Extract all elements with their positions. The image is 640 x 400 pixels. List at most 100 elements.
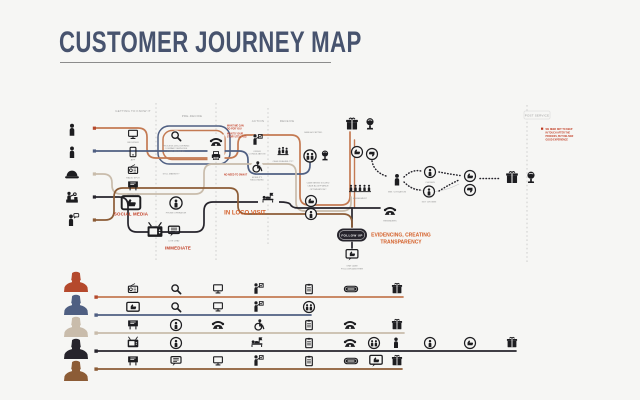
- decision-person-icon: [394, 174, 400, 186]
- line-start-dot: [92, 149, 96, 153]
- social-media-label: SOCIAL MEDIA: [114, 212, 149, 217]
- gift-icon: [506, 336, 518, 348]
- wine-glass-icon: [366, 117, 374, 130]
- title-underline: [60, 62, 331, 63]
- line-start-dot: [94, 313, 98, 317]
- legend: [64, 271, 518, 381]
- caption: CASE FEASIBILITY?: [273, 160, 295, 163]
- flow-line-client3: [95, 163, 352, 212]
- billboard-icon: [127, 319, 139, 330]
- in-loco-bed-icon: [251, 336, 263, 348]
- caption: OPTIMIZATION?: [310, 188, 327, 191]
- live-chat-icon: [170, 356, 182, 367]
- caption: CASE ACCEPTANCE: [307, 185, 329, 188]
- thumb-down-circle-icon: [365, 147, 379, 161]
- monitor-icon: [128, 129, 138, 139]
- wine-glass-icon: [321, 150, 329, 161]
- immediate-label: IMMEDIATE: [165, 246, 191, 251]
- follow-up-badge-border: [338, 230, 366, 240]
- caption: MOBILITY: [252, 177, 263, 179]
- flow-line-client2: [95, 150, 311, 175]
- dotted-link: [371, 160, 387, 177]
- line-start-dot: [94, 295, 98, 299]
- stage-label: ACTION: [252, 119, 265, 123]
- persona-bust-client3: [64, 316, 88, 337]
- caption: WIN / LITIGATION: [388, 191, 406, 194]
- social-media-icon: [370, 355, 382, 366]
- in-loco-visit-label: IN LOCO VISIT: [224, 211, 266, 217]
- note: WE NEED NOT TO KEEP: [546, 129, 573, 131]
- monitor-icon: [213, 284, 223, 294]
- client1-person-icon: [69, 123, 75, 136]
- gift-icon: [391, 354, 403, 366]
- stage-label: RECEIVE: [280, 119, 295, 123]
- map-nodes: [120, 117, 535, 261]
- caption: BROWSER: [127, 142, 139, 144]
- note: DO FOR YOU: [227, 129, 242, 131]
- line-start-dot: [92, 195, 96, 199]
- client4-worker-icon: [65, 191, 79, 204]
- note: WHAT'S YOUR: [227, 133, 243, 136]
- caption: ONE CASE: [346, 265, 358, 268]
- persona-bust-client4: [64, 338, 88, 359]
- caption: CASE BEING SOLVED: [307, 182, 330, 185]
- note: GOOD EXPERIENCE: [546, 140, 569, 142]
- persona-bust-client2: [64, 294, 88, 315]
- monitor-icon: [213, 356, 223, 366]
- caption: STILL MARKET?: [163, 173, 180, 176]
- note-bullet: [541, 127, 544, 130]
- caption: CASE ACCEPTED: [304, 131, 323, 134]
- caption: COMPANY SERVICES: [165, 147, 188, 150]
- client3-hardhat-icon: [65, 170, 79, 179]
- caption: PHONE OPERATOR: [166, 212, 187, 215]
- clipboard-icon: [305, 337, 313, 349]
- dotted-link: [403, 181, 421, 191]
- caption: OUTDOOR: [127, 194, 139, 196]
- contract-pill-icon: [343, 285, 359, 293]
- persona-bust-client5: [64, 360, 88, 381]
- flow-line-client5: [95, 187, 353, 228]
- person-circle-icon: [171, 338, 182, 349]
- caption: COST PROFILES: [167, 151, 185, 153]
- dotted-link: [438, 171, 461, 177]
- note: STORY (TELL US): [227, 137, 247, 139]
- evidencing-label: EVIDENCING, CREATING: [371, 233, 431, 239]
- client2-person-icon: [69, 146, 75, 158]
- line-start-dot: [92, 218, 96, 222]
- gift-icon: [505, 170, 519, 184]
- post-service-label-box: [523, 110, 551, 120]
- phone-icon: [342, 320, 358, 330]
- agreement-meeting-icon: [349, 185, 371, 192]
- thumb-up-circle-icon: [304, 194, 318, 208]
- thumb-up-circle-icon: [350, 145, 364, 159]
- follow-up-badge: [337, 228, 367, 242]
- follow-up-badge-label: FOLLOW UP: [341, 233, 362, 237]
- social-media-icon: [126, 301, 140, 312]
- caption: APP: [131, 159, 136, 162]
- note: PROCESS, BUT DELIVER: [546, 136, 574, 138]
- persona-bust-client1: [64, 271, 88, 292]
- radio-icon: [127, 164, 139, 174]
- caption: RADIO SPOT: [126, 177, 140, 180]
- caption: AGREEMENT: [353, 197, 368, 200]
- gift-icon: [345, 117, 359, 131]
- flow-loop-client2: [157, 125, 231, 165]
- thumb-up-circle-icon: [463, 169, 477, 183]
- map-personas: [65, 123, 96, 227]
- consultation-icon: [253, 300, 264, 313]
- wheelchair-icon: [254, 318, 265, 331]
- caption: LIVE CHAT: [168, 240, 180, 243]
- people-circle-icon: [369, 338, 380, 349]
- caption: NOT CHOSEN: [422, 202, 437, 204]
- line-start-dot: [94, 349, 98, 353]
- person-icon: [394, 337, 398, 348]
- monitor-icon: [213, 302, 223, 312]
- search-icon: [171, 302, 182, 313]
- flow-loop-client1: [162, 129, 226, 161]
- feedback-bubble-icon: [346, 250, 358, 261]
- gift-icon: [391, 282, 403, 294]
- clipboard-icon: [305, 319, 313, 331]
- plate: [381, 203, 399, 218]
- search-icon: [171, 284, 182, 295]
